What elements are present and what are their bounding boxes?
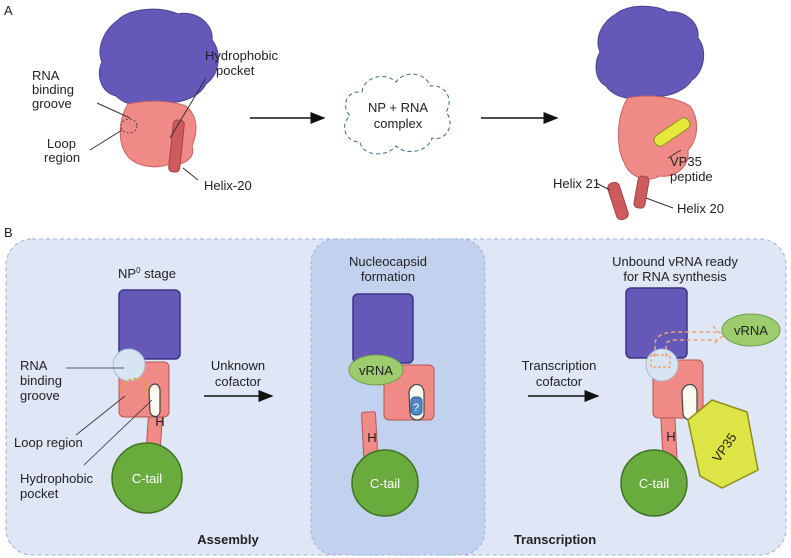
label-rna-groove-a-1: RNA [32,68,60,83]
stage1-c-tail-label: C-tail [132,471,162,486]
stage2-vrna [348,354,404,386]
np-core-surface-left [98,8,219,107]
vp35-peptide-cylinder [653,117,691,147]
arrow-b2-label-1: Transcription [522,358,597,373]
np-lobe-surface-left [119,100,197,168]
stage1-helix-letter: H [155,414,164,429]
stage2-title-2: formation [361,269,415,284]
panel-b-letter: B [4,225,13,240]
stage1-leaders [66,367,153,466]
stage3-helix-letter: H [666,429,675,444]
stage2-c-tail-label: C-tail [370,476,400,491]
loop-region-outline-left [120,118,138,134]
np-core-surface-right [595,5,705,100]
stage3-c-tail-label: C-tail [639,476,669,491]
arrow-b2-label-2: cofactor [536,374,583,389]
arrow-b1-label-1: Unknown [211,358,265,373]
label-rna-groove-a-2: binding [32,82,74,97]
stage1-rna-binding-groove [112,348,146,382]
stage2-unknown-factor [410,396,423,416]
stage2-vrna-label: vRNA [359,363,393,378]
helix-20-cylinder-right [633,175,650,209]
stage3-np-core [625,287,688,359]
np-structure-right [595,5,705,221]
label-complex-1: NP + RNA [368,100,428,115]
stage1-label-loop: Loop region [14,435,83,450]
stage3-vp35 [687,399,759,489]
label-helix-20-a-left: Helix-20 [204,178,252,193]
label-helix-21: Helix 21 [553,176,600,191]
label-rna-groove-a-3: groove [32,96,72,111]
stage1-title: NP0 stage [118,266,176,281]
stage1-label-hydrophobic-1: Hydrophobic [20,471,93,486]
stage1-loop-region [119,377,150,399]
stage1-title-rest: stage [141,266,176,281]
stage2-title-1: Nucleocapsid [349,254,427,269]
stage3-c-tail [620,449,688,517]
stage1-label-rna-3: groove [20,388,60,403]
stage3-vrna [721,313,781,347]
stage-np0: NP0 stage H C-tail [111,266,183,514]
stage2-c-tail [351,449,419,517]
label-hydrophobic-a-1: Hydrophobic [205,48,278,63]
stage1-title-main: NP [118,266,136,281]
stage1-label-hydrophobic-2: pocket [20,486,59,501]
label-vp35-peptide-2: peptide [670,169,713,184]
stage1-hydrophobic-pocket [148,383,161,418]
stage1-c-tail [111,442,183,514]
stage1-label-rna-2: binding [20,373,62,388]
stage3-vrna-label: vRNA [734,323,768,338]
label-loop-a-2: region [44,150,80,165]
stage2-question-mark: ? [413,402,419,414]
arrow-b1-label-2: cofactor [215,374,262,389]
np-rna-complex-cloud [344,73,451,155]
label-transcription: Transcription [514,532,596,547]
panel-a-left-leaders [89,77,207,181]
stage3-title-2: for RNA synthesis [623,269,727,284]
label-complex-2: complex [374,116,423,131]
stage3-exit-gap [650,354,671,368]
stage-transcription: Unbound vRNA ready for RNA synthesis vRN… [612,254,781,517]
stage3-vrna-exit-path [654,325,725,357]
stage1-np-core [118,289,181,360]
label-assembly: Assembly [197,532,259,547]
stage-nucleocapsid: Nucleocapsid formation vRNA ? H C-tail [348,254,435,517]
stage2-helix-letter: H [367,430,376,445]
label-hydrophobic-a-2: pocket [216,63,255,78]
panel-a-right-leaders [595,149,682,209]
panel-a-letter: A [4,3,13,18]
stage2-np-core [352,293,414,364]
stage3-title-1: Unbound vRNA ready [612,254,738,269]
np-structure-left [98,8,219,173]
label-vp35-peptide-1: VP35 [670,154,702,169]
stage1-label-rna-1: RNA [20,358,48,373]
stage1-title-sup: 0 [136,266,141,275]
label-loop-a-1: Loop [47,136,76,151]
helix-21-cylinder [607,181,629,221]
label-helix-20-a-right: Helix 20 [677,201,724,216]
